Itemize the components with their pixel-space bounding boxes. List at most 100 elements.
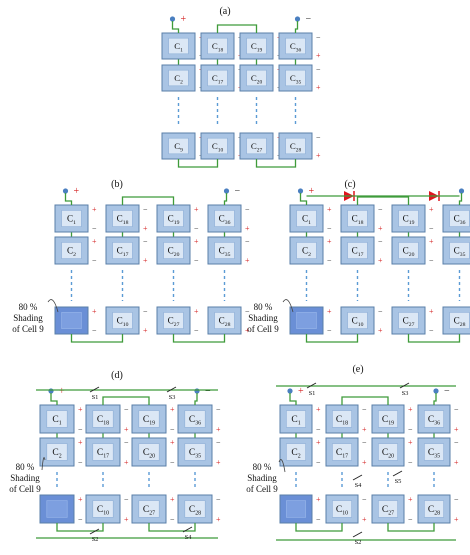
- polarity-sign: +: [92, 307, 97, 316]
- polarity-sign: −: [429, 224, 434, 233]
- polarity-sign: −: [316, 515, 321, 524]
- shading-percent: 80 %: [19, 302, 38, 312]
- panel-d: (d)C1+−C18−+C19+−C36−+C2+−C17−+C20+−C35−…: [9, 370, 221, 543]
- polarity-sign: +: [92, 205, 97, 214]
- wire: [72, 334, 123, 342]
- pv-cell: C18: [201, 33, 234, 59]
- shaded-cell-9: [40, 495, 74, 523]
- polarity-sign: +: [216, 425, 221, 434]
- polarity-sign: −: [454, 438, 459, 447]
- shading-cell-text: of Cell 9: [247, 324, 279, 334]
- polarity-sign: +: [78, 405, 83, 414]
- terminal-sign: +: [298, 386, 304, 397]
- pv-cell: C10: [201, 133, 234, 159]
- polarity-sign: −: [245, 205, 250, 214]
- pv-cell: C1: [55, 205, 88, 232]
- panel-b: (b)C1+−C18−+C19+−C36−+C2+−C17−+C20+−C35−…: [12, 179, 250, 342]
- polarity-sign: −: [143, 237, 148, 246]
- polarity-sign: +: [378, 224, 383, 233]
- switch: [353, 475, 362, 480]
- pv-cell: C20: [132, 438, 166, 466]
- switch-label: S4: [185, 534, 193, 541]
- polarity-sign: −: [362, 438, 367, 447]
- shading-percent: 80 %: [254, 302, 273, 312]
- polarity-sign: −: [143, 205, 148, 214]
- polarity-sign: +: [408, 495, 413, 504]
- polarity-sign: −: [194, 256, 199, 265]
- shaded-cell-9: [290, 307, 323, 334]
- wire: [51, 393, 57, 405]
- wire: [290, 393, 296, 405]
- polarity-sign: +: [143, 256, 148, 265]
- polarity-sign: −: [124, 405, 129, 414]
- terminal-sign: −: [235, 186, 241, 197]
- switch-label: S2: [92, 536, 99, 543]
- pv-cell: C27: [372, 495, 404, 523]
- polarity-sign: −: [92, 224, 97, 233]
- polarity-sign: +: [362, 425, 367, 434]
- pv-cell: C35: [178, 438, 212, 466]
- wire: [195, 393, 197, 405]
- polarity-sign: −: [378, 237, 383, 246]
- polarity-sign: −: [143, 307, 148, 316]
- pv-cell: C18: [86, 405, 120, 433]
- polarity-sign: +: [429, 307, 434, 316]
- switch-label: S1: [309, 390, 316, 397]
- polarity-sign: +: [429, 205, 434, 214]
- polarity-sign: +: [454, 425, 459, 434]
- polarity-sign: +: [124, 425, 129, 434]
- polarity-sign: −: [170, 515, 175, 524]
- polarity-sign: −: [408, 515, 413, 524]
- wire: [301, 193, 307, 205]
- terminal-dot: [170, 16, 175, 21]
- polarity-sign: +: [316, 83, 321, 92]
- switch: [393, 471, 402, 476]
- pv-cell: C19: [392, 205, 425, 232]
- polarity-sign: +: [316, 405, 321, 414]
- terminal-dot: [287, 388, 292, 393]
- polarity-sign: +: [454, 515, 459, 524]
- pv-cell: C2: [280, 438, 312, 466]
- pv-cell: C17: [106, 237, 139, 264]
- polarity-sign: −: [316, 65, 321, 74]
- panel-label: (b): [111, 179, 123, 190]
- polarity-sign: −: [216, 438, 221, 447]
- panel-label: (d): [111, 370, 123, 381]
- polarity-sign: +: [216, 458, 221, 467]
- wire: [388, 523, 434, 531]
- shaded-cell-9: [280, 495, 312, 523]
- pv-cell: C2: [40, 438, 74, 466]
- terminal-sign: +: [59, 386, 65, 397]
- wire: [358, 197, 409, 205]
- terminal-dot: [194, 388, 199, 393]
- pv-cell: C27: [392, 307, 425, 334]
- shading-percent: 80 %: [16, 462, 35, 472]
- polarity-sign: −: [78, 458, 83, 467]
- cell-inner: [47, 501, 67, 518]
- pv-cell: C20: [240, 65, 273, 91]
- pv-cell: C19: [157, 205, 190, 232]
- polarity-sign: +: [316, 51, 321, 60]
- pv-cell: C9: [162, 133, 195, 159]
- shading-text: Shading: [10, 473, 40, 483]
- pv-cell: C20: [392, 237, 425, 264]
- pv-cell: C19: [132, 405, 166, 433]
- polarity-sign: −: [194, 326, 199, 335]
- pv-cell: C35: [279, 65, 312, 91]
- polarity-sign: +: [92, 237, 97, 246]
- cell-inner: [286, 501, 305, 518]
- polarity-sign: −: [216, 495, 221, 504]
- polarity-sign: −: [362, 405, 367, 414]
- polarity-sign: +: [194, 237, 199, 246]
- shaded-cell-9: [55, 307, 88, 334]
- wire: [103, 397, 149, 405]
- polarity-sign: +: [362, 458, 367, 467]
- pv-cell: C20: [157, 237, 190, 264]
- shading-cell-text: of Cell 9: [246, 484, 278, 494]
- polarity-sign: −: [170, 425, 175, 434]
- polarity-sign: −: [245, 237, 250, 246]
- pv-cell: C2: [162, 65, 195, 91]
- wire: [179, 159, 218, 167]
- polarity-sign: +: [143, 224, 148, 233]
- polarity-sign: −: [378, 307, 383, 316]
